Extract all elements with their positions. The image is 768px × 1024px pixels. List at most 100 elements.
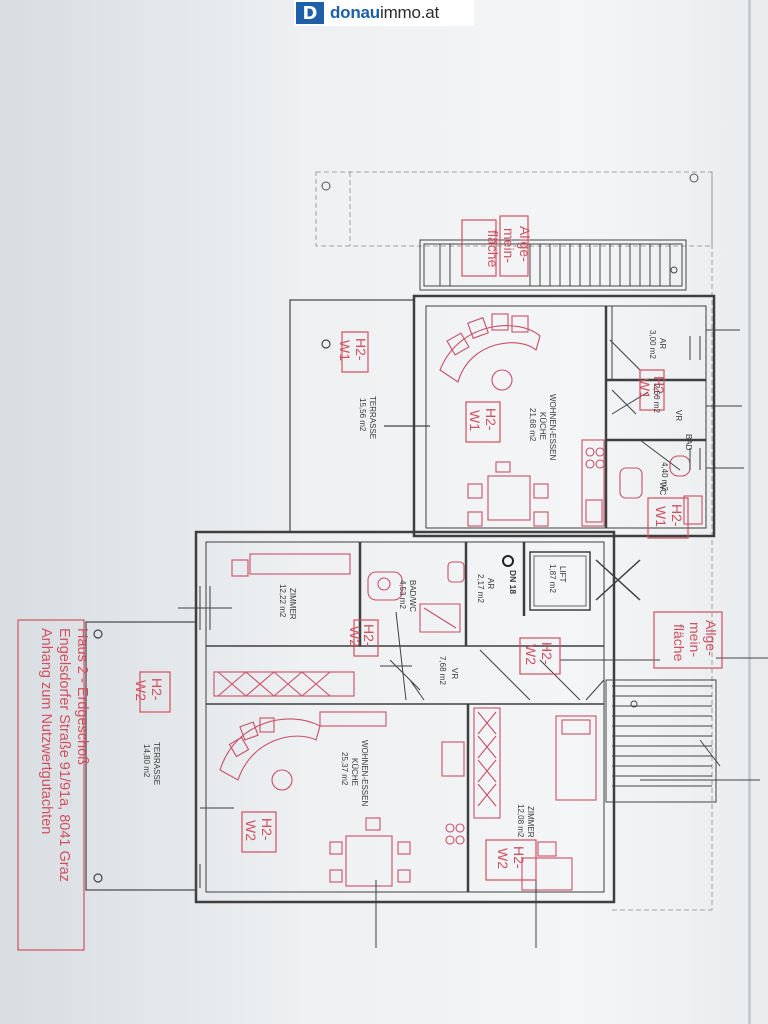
svg-text:4,53 m2: 4,53 m2 xyxy=(398,580,407,609)
tag-w1-bath: H2- W1 xyxy=(653,504,685,527)
svg-text:H2-: H2- xyxy=(353,338,369,361)
terrace-w2-outline xyxy=(85,621,197,891)
svg-text:W2: W2 xyxy=(523,644,539,665)
svg-text:4,40 m2: 4,40 m2 xyxy=(660,462,669,491)
svg-text:H2-: H2- xyxy=(361,624,377,647)
caption-line-3: Haus 2 - Erdgeschoß xyxy=(74,628,90,765)
svg-text:AR: AR xyxy=(658,338,667,349)
living-w1-label: WOHNEN-ESSEN KÜCHE 21,68 m2 xyxy=(528,394,557,460)
living-w2-label: WOHNEN-ESSEN KÜCHE 25,37 m2 xyxy=(340,740,369,806)
svg-text:W2: W2 xyxy=(495,848,511,869)
caption-line-2: Engelsdorfer Straße 91/91a, 8041 Graz xyxy=(56,628,72,882)
terrace-w1-label: TERRASSE 15,56 m2 xyxy=(358,396,377,439)
hall-w2-label: VR 7,68 m2 xyxy=(438,656,459,685)
svg-text:VR: VR xyxy=(450,668,459,679)
tag-w2-room2: H2- W2 xyxy=(495,846,527,869)
svg-text:12,08 m2: 12,08 m2 xyxy=(516,804,525,838)
svg-text:H2-: H2- xyxy=(259,818,275,841)
tag-w2-hall: H2- W2 xyxy=(523,642,555,665)
bath-w1-label: BAD 4,40 m2 xyxy=(660,434,693,491)
svg-text:KÜCHE: KÜCHE xyxy=(350,758,359,786)
site-logo[interactable]: D donauimmo.at xyxy=(294,0,474,26)
svg-text:LIFT: LIFT xyxy=(558,566,567,583)
svg-text:H2-: H2- xyxy=(511,846,527,869)
shaft-marker xyxy=(502,555,514,567)
svg-text:ZIMMER: ZIMMER xyxy=(526,806,535,838)
document-caption: Anhang zum Nutzwertgutachten Engelsdorfe… xyxy=(38,628,90,882)
svg-text:AR: AR xyxy=(486,578,495,589)
unit-w1-walls xyxy=(412,294,716,538)
hall-w1-label: VR 2,60 m2 xyxy=(652,384,683,421)
logo-text: donauimmo.at xyxy=(330,3,440,22)
general-area-1: Allge- mein- fläche xyxy=(485,226,533,268)
svg-text:W2: W2 xyxy=(133,680,149,701)
unit-w2-doors xyxy=(178,586,660,948)
svg-text:W1: W1 xyxy=(337,340,353,361)
boundary-markers xyxy=(321,173,699,191)
dn-label: DN 18 xyxy=(508,570,518,594)
caption-line-1: Anhang zum Nutzwertgutachten xyxy=(38,628,54,834)
general-area-2: Allge- mein- fläche xyxy=(671,620,719,662)
svg-text:15,56 m2: 15,56 m2 xyxy=(358,398,367,432)
room1-w2-label: ZIMMER 12,22 m2 xyxy=(278,584,297,620)
tag-w1-living: H2- W1 xyxy=(467,408,499,431)
svg-text:W2: W2 xyxy=(347,626,363,647)
svg-text:21,68 m2: 21,68 m2 xyxy=(528,408,537,442)
svg-text:fläche: fläche xyxy=(485,230,501,268)
storage-w2-label: AR 2,17 m2 xyxy=(476,574,495,603)
svg-text:Allge-: Allge- xyxy=(703,620,719,656)
svg-text:W1: W1 xyxy=(467,410,483,431)
svg-text:WOHNEN-ESSEN: WOHNEN-ESSEN xyxy=(360,740,369,806)
stair-top xyxy=(419,239,687,291)
svg-text:2,17 m2: 2,17 m2 xyxy=(476,574,485,603)
svg-text:DN 18: DN 18 xyxy=(508,570,518,594)
svg-text:ZIMMER: ZIMMER xyxy=(288,588,297,620)
bath-w2-label: BAD/WC 4,53 m2 xyxy=(398,580,417,612)
wc-w1-label: WC xyxy=(658,482,667,496)
svg-text:7,68 m2: 7,68 m2 xyxy=(438,656,447,685)
svg-text:WC: WC xyxy=(658,482,667,496)
paper-edge xyxy=(748,0,751,1024)
svg-text:KÜCHE: KÜCHE xyxy=(538,412,547,440)
svg-text:H2-: H2- xyxy=(669,504,685,527)
svg-text:3,00 m2: 3,00 m2 xyxy=(648,330,657,359)
storage-w1-label: AR 3,00 m2 xyxy=(648,330,667,359)
tag-w2-living: H2- W2 xyxy=(243,818,275,841)
tag-w2-terrace: H2- W2 xyxy=(133,678,165,701)
svg-text:mein-: mein- xyxy=(501,228,517,263)
svg-text:H2-: H2- xyxy=(651,376,667,399)
svg-text:2,60 m2: 2,60 m2 xyxy=(652,384,661,413)
unit-w2-walls xyxy=(194,530,616,904)
lift-label: LIFT 1,87 m2 xyxy=(548,564,567,593)
svg-text:H2-: H2- xyxy=(483,408,499,431)
svg-text:14,80 m2: 14,80 m2 xyxy=(142,744,151,778)
svg-text:Allge-: Allge- xyxy=(517,226,533,262)
room2-w2-label: ZIMMER 12,08 m2 xyxy=(516,804,535,838)
svg-text:25,37 m2: 25,37 m2 xyxy=(340,752,349,786)
svg-text:1,87 m2: 1,87 m2 xyxy=(548,564,557,593)
svg-text:TERRASSE: TERRASSE xyxy=(152,742,161,785)
unit-w2-furniture xyxy=(213,553,597,891)
svg-text:fläche: fläche xyxy=(671,624,687,662)
tag-boxes xyxy=(17,215,723,951)
svg-text:H2-: H2- xyxy=(149,678,165,701)
svg-text:W1: W1 xyxy=(637,378,653,399)
tag-w2-room1: H2- W2 xyxy=(347,624,377,647)
svg-text:W2: W2 xyxy=(243,820,259,841)
unit-w1-doors xyxy=(609,329,744,471)
lift-shaft xyxy=(529,551,641,611)
tag-w1-hall: H2- W1 xyxy=(637,376,667,399)
svg-text:H2-: H2- xyxy=(539,642,555,665)
logo-mark-icon: D xyxy=(296,2,324,24)
svg-text:W1: W1 xyxy=(653,506,669,527)
unit-w1-furniture xyxy=(439,313,703,527)
svg-text:TERRASSE: TERRASSE xyxy=(368,396,377,439)
stair-bottom xyxy=(605,657,768,803)
svg-text:mein-: mein- xyxy=(687,622,703,657)
svg-text:VR: VR xyxy=(674,410,683,421)
svg-text:12,22 m2: 12,22 m2 xyxy=(278,584,287,618)
svg-text:BAD/WC: BAD/WC xyxy=(408,580,417,612)
tag-w1-terrace: H2- W1 xyxy=(337,338,369,361)
